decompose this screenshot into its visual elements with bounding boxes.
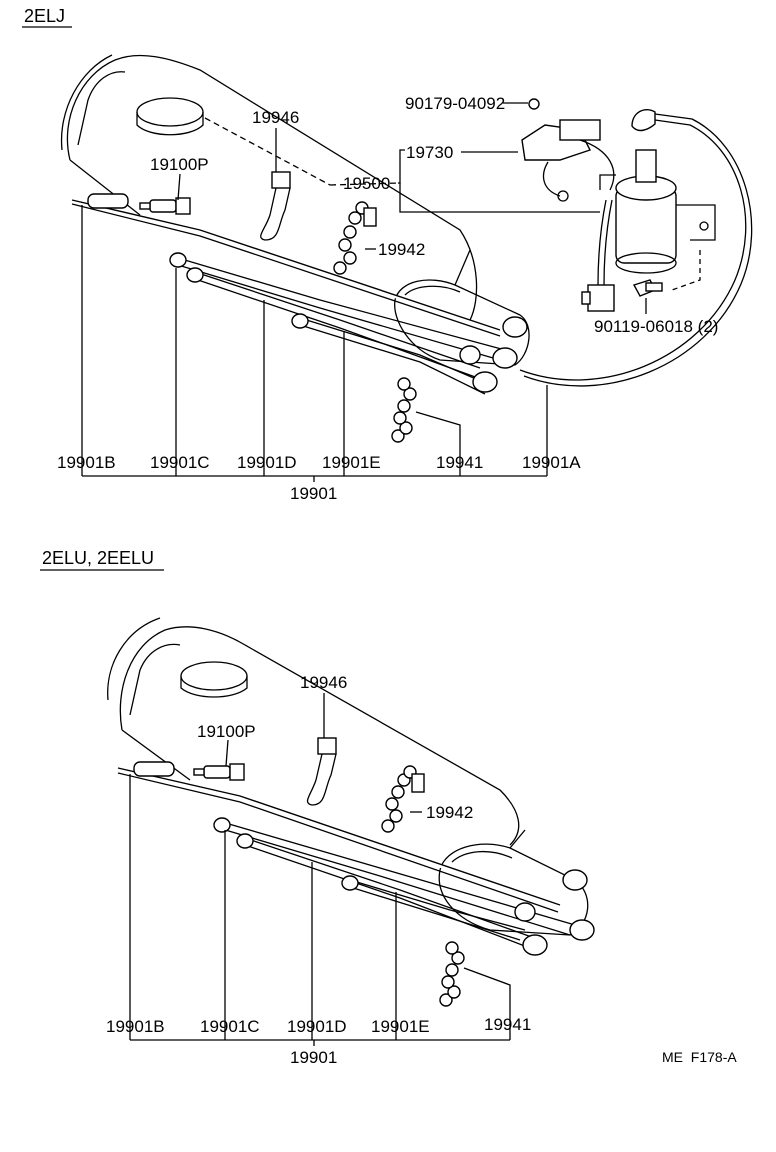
- engine-head-illustration: [60, 54, 478, 321]
- wire-d-boot: [186, 267, 204, 283]
- wire-d-boot: [236, 833, 254, 849]
- label-wire-e: 19901E: [371, 1017, 430, 1036]
- label-igniter: 19730: [406, 143, 453, 162]
- label-wire-c: 19901C: [200, 1017, 260, 1036]
- wire-clamp-upper: [381, 765, 425, 833]
- label-coil: 19500: [343, 174, 390, 193]
- wire-e-boot: [291, 313, 309, 329]
- wire-b-boot: [133, 761, 175, 777]
- oil-cap: [180, 661, 248, 691]
- variant-header: 2ELJ: [24, 6, 65, 26]
- bolt-top: [528, 98, 540, 110]
- label-wire-set: 19901: [290, 1048, 337, 1067]
- label-clamp-lower: 19941: [484, 1015, 531, 1034]
- wire-clip-small: [306, 737, 337, 806]
- label-wire-d: 19901D: [287, 1017, 347, 1036]
- distributor-illustration: [394, 249, 530, 366]
- igniter-harness: [581, 199, 615, 312]
- wire-b-boot: [87, 193, 129, 209]
- leader-lines: [129, 693, 511, 1046]
- label-wire-a: 19901A: [522, 453, 581, 472]
- wire-clamp-lower: [439, 941, 465, 1007]
- label-plug: 19100P: [197, 722, 256, 741]
- label-wire-b: 19901B: [57, 453, 116, 472]
- label-clip-small: 19946: [252, 108, 299, 127]
- figure-code: ME F178-A: [662, 1049, 737, 1065]
- label-bolt-bottom: 90119-06018 (2): [594, 317, 718, 336]
- bolt-bottom: [632, 279, 663, 297]
- variant-header: 2ELU, 2EELU: [42, 548, 154, 568]
- label-wire-set: 19901: [290, 484, 337, 503]
- igniter-unit: [521, 119, 615, 202]
- engine-head-illustration: [107, 617, 520, 846]
- oil-cap: [136, 97, 204, 127]
- leader-lines: [81, 102, 701, 482]
- label-wire-d: 19901D: [237, 453, 297, 472]
- label-wire-b: 19901B: [106, 1017, 165, 1036]
- wire-c-boot: [213, 817, 231, 833]
- wire-clamp-lower: [391, 377, 417, 443]
- label-plug: 19100P: [150, 155, 209, 174]
- wire-clamp-upper: [333, 201, 377, 275]
- plug-wires: [117, 761, 595, 956]
- wire-clip-small: [260, 171, 291, 241]
- label-clamp-upper: 19942: [378, 240, 425, 259]
- label-wire-e: 19901E: [322, 453, 381, 472]
- section-2elj: 2ELJ: [22, 6, 753, 503]
- spark-plug: [193, 763, 245, 781]
- wire-c-boot: [169, 252, 187, 268]
- label-wire-c: 19901C: [150, 453, 210, 472]
- distributor-illustration: [438, 829, 589, 936]
- wire-e-boot: [341, 875, 359, 891]
- label-bolt-top: 90179-04092: [405, 94, 505, 113]
- ignition-coil: [599, 149, 716, 274]
- label-clamp-upper: 19942: [426, 803, 473, 822]
- section-2elu-2eelu: 2ELU, 2EELU: [40, 548, 595, 1067]
- spark-plug: [139, 197, 191, 215]
- plug-wires: [71, 108, 753, 395]
- label-clamp-lower: 19941: [436, 453, 483, 472]
- label-clip-small: 19946: [300, 673, 347, 692]
